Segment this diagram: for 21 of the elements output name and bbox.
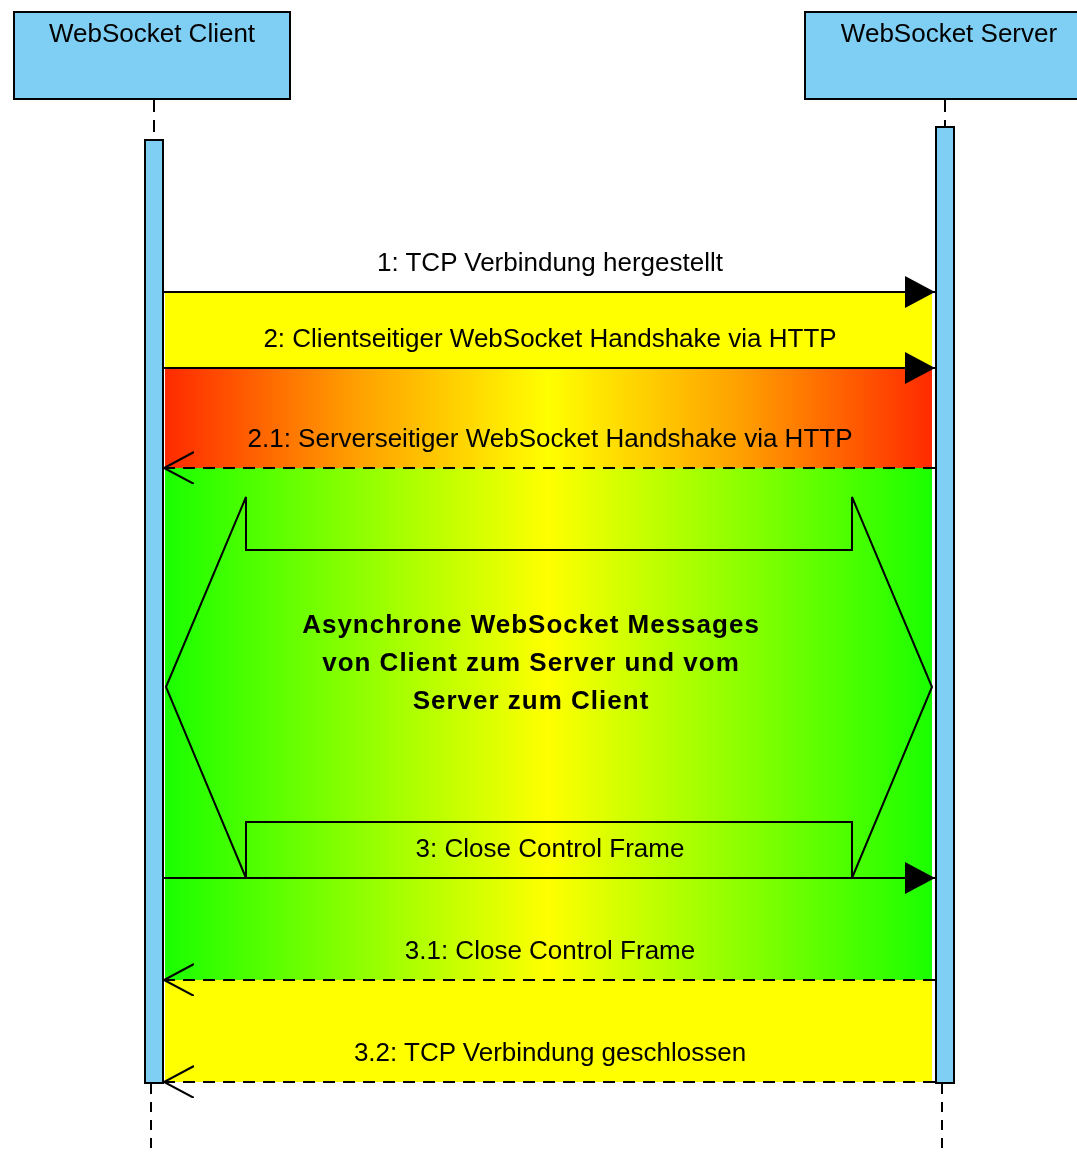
return-message-arrow xyxy=(163,963,936,997)
participant-name: WebSocket Server xyxy=(839,18,1059,49)
message-arrow xyxy=(163,352,936,384)
return-message-arrow xyxy=(163,1065,936,1099)
return-message-arrow xyxy=(163,451,936,485)
message-label: 3.1: Close Control Frame xyxy=(404,935,696,966)
activation-bar xyxy=(935,126,955,1084)
lifeline-head xyxy=(804,11,1077,100)
message-label: 2: Clientseitiger WebSocket Handshake via HTTP xyxy=(263,323,837,354)
message-arrow xyxy=(163,276,936,308)
participant-name: WebSocket Client xyxy=(47,18,257,49)
lifeline-head xyxy=(13,11,291,100)
lifeline xyxy=(944,99,946,127)
shape-text: Asynchrone WebSocket Messages von Client zum Server und vom Server zum Client xyxy=(301,608,761,717)
message-arrow xyxy=(163,862,936,894)
double-arrow-shape xyxy=(166,497,932,878)
message-label: 3.2: TCP Verbindung geschlossen xyxy=(353,1037,747,1068)
message-label: 2.1: Serverseitiger WebSocket Handshake via HTTP xyxy=(247,423,853,454)
message-label: 3: Close Control Frame xyxy=(415,833,685,864)
activation-bar xyxy=(144,139,164,1084)
message-label: 1: TCP Verbindung hergestellt xyxy=(377,247,723,278)
